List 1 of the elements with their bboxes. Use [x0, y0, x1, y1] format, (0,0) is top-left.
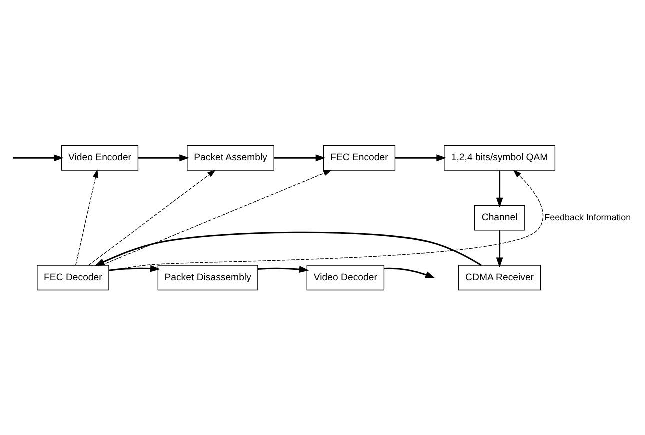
edge-label: Feedback Information	[544, 212, 632, 222]
